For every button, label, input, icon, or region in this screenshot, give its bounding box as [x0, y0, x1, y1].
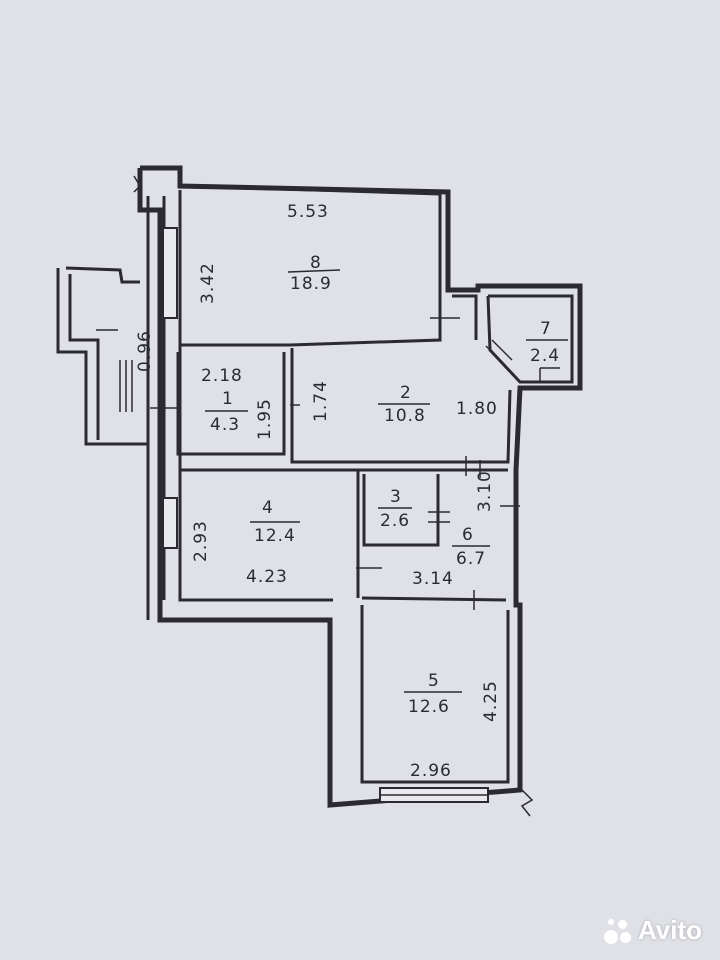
room-1-number: 1	[222, 389, 234, 409]
room-8-number: 8	[310, 253, 322, 273]
room-5-depth: 4.25	[481, 680, 501, 722]
room-1-depth: 1.95	[255, 398, 275, 440]
stair-block	[56, 266, 180, 446]
room-2-depth: 1.74	[311, 380, 331, 422]
stair-width: 0.96	[135, 330, 155, 372]
room-1-width: 2.18	[201, 366, 243, 386]
room-8-width: 5.53	[287, 202, 329, 222]
room-2-width: 1.80	[456, 399, 498, 419]
room-4-number: 4	[262, 498, 274, 518]
room-6-area: 6.7	[456, 549, 486, 569]
room-3-area: 2.6	[380, 511, 410, 531]
room-5-width: 2.96	[410, 761, 452, 781]
room-8-area: 18.9	[290, 274, 332, 294]
room-7-number: 7	[540, 319, 552, 339]
room-2-area: 10.8	[384, 406, 426, 426]
room-4-depth: 2.93	[191, 520, 211, 562]
avito-watermark: Avito	[602, 915, 702, 946]
room-5-number: 5	[428, 671, 440, 691]
room-5-area: 12.6	[408, 697, 450, 717]
door-marks	[133, 175, 560, 817]
windows	[162, 227, 489, 803]
room-6-depth: 3.10	[475, 470, 495, 512]
room-2-number: 2	[400, 383, 412, 403]
room-1-area: 4.3	[210, 415, 240, 435]
avito-logo-icon	[602, 916, 632, 946]
room-7-area: 2.4	[530, 346, 560, 366]
room-6-width: 3.14	[412, 569, 454, 589]
room-4-area: 12.4	[254, 526, 296, 546]
watermark-text: Avito	[637, 915, 702, 945]
room-8-depth: 3.42	[198, 262, 218, 304]
room-4-width: 4.23	[246, 567, 288, 587]
outer-walls	[137, 165, 583, 808]
room-6-number: 6	[462, 525, 474, 545]
room-3-number: 3	[390, 487, 402, 507]
